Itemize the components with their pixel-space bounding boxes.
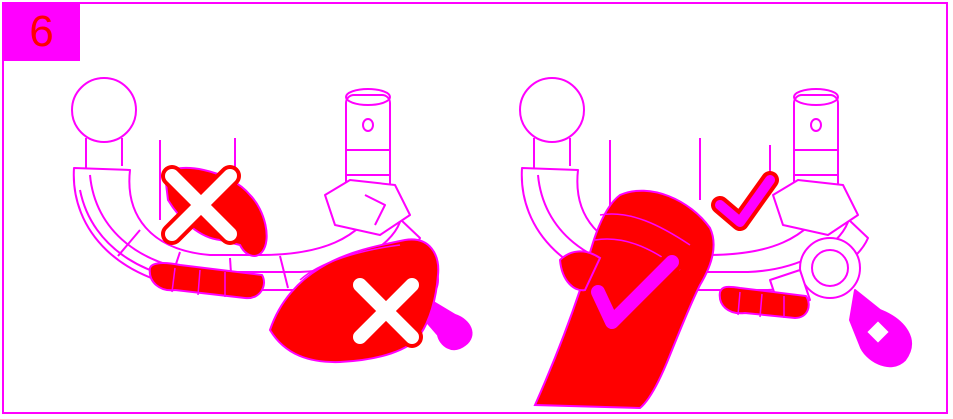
- tow-ball: [72, 78, 136, 142]
- tow-ball: [520, 78, 584, 142]
- check-mark-1: [720, 180, 770, 222]
